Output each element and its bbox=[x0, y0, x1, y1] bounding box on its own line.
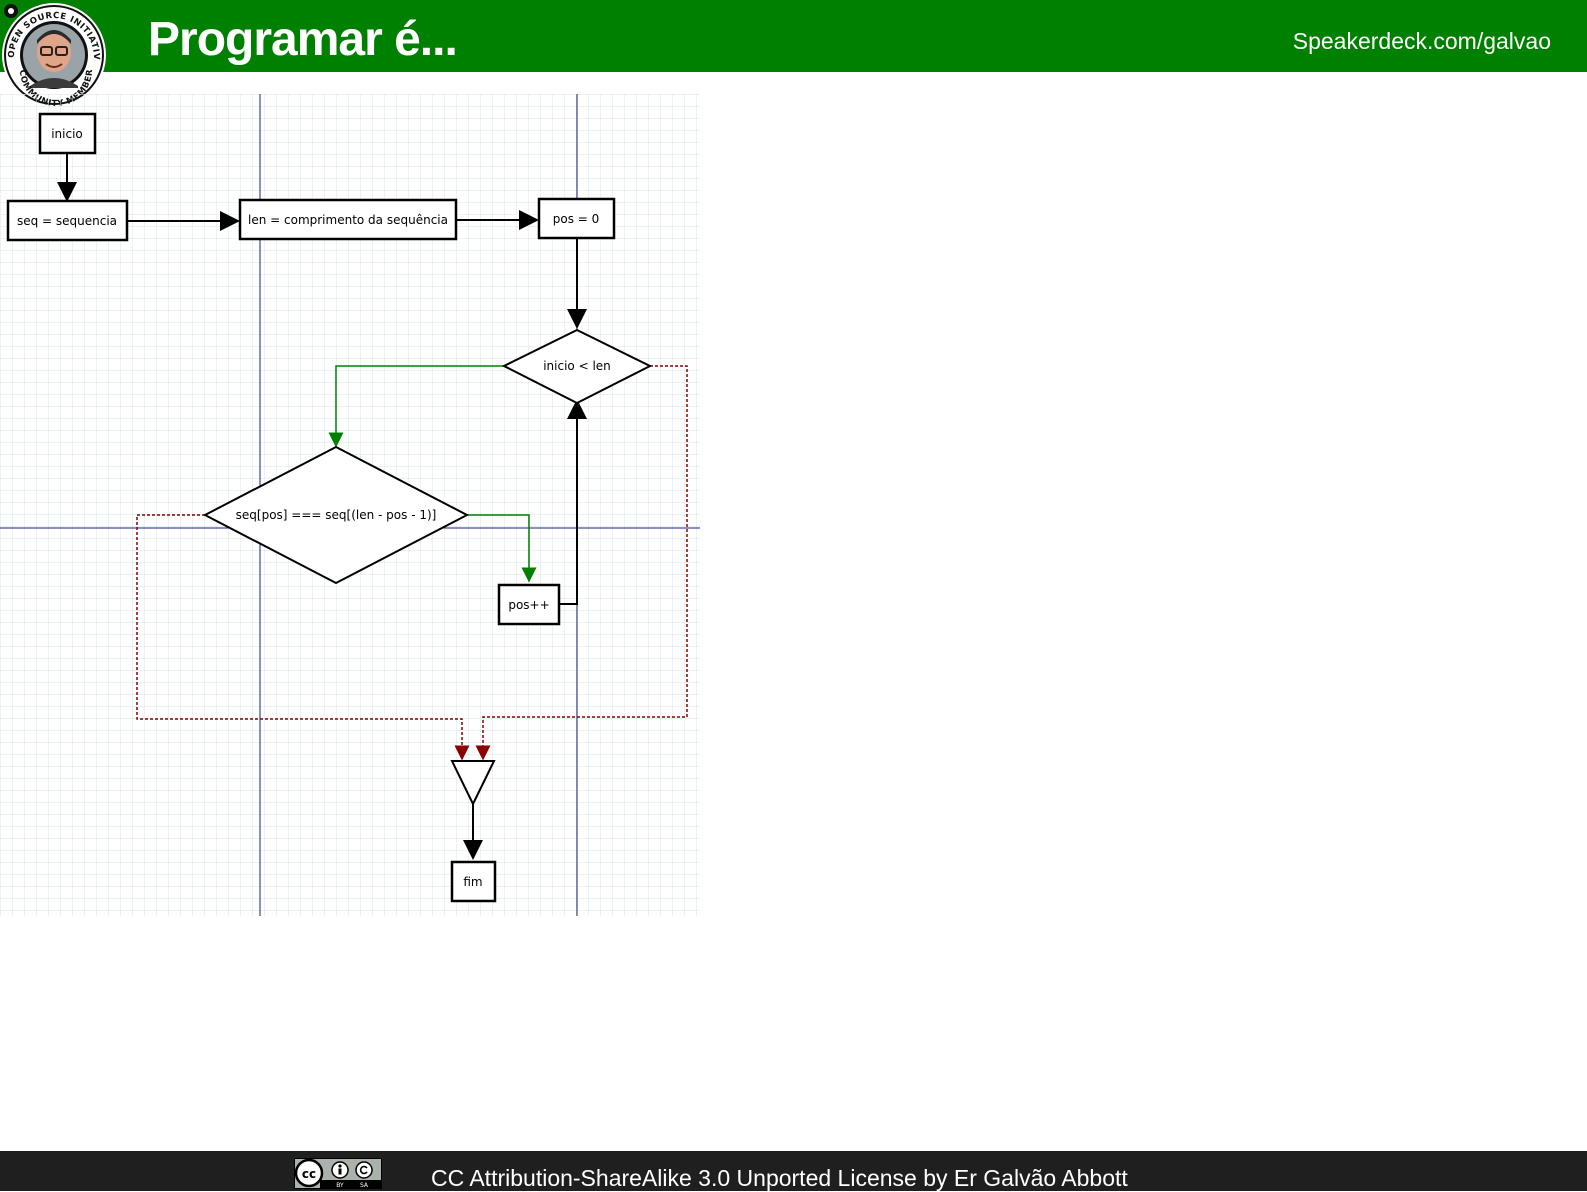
node-cond-compare-label: seq[pos] === seq[(len - pos - 1)] bbox=[236, 508, 437, 522]
cc-by-label: BY bbox=[336, 1182, 344, 1189]
cc-by-sa-icon[interactable]: cc BY SA bbox=[294, 1158, 382, 1189]
edge-compare-merge-false bbox=[136, 514, 470, 761]
node-inc-label: pos++ bbox=[508, 598, 549, 612]
license-text[interactable]: CC Attribution-ShareAlike 3.0 Unported L… bbox=[431, 1165, 1128, 1191]
node-fim[interactable]: fim bbox=[450, 860, 497, 903]
node-pos[interactable]: pos = 0 bbox=[537, 197, 616, 240]
node-inc[interactable]: pos++ bbox=[497, 583, 561, 626]
slide-title: Programar é... bbox=[148, 13, 458, 66]
osi-badge-icon: OPEN SOURCE INITIATIVE COMMUNITY MEMBER bbox=[0, 0, 106, 109]
edge-cond-compare-true bbox=[328, 365, 504, 448]
node-merge[interactable] bbox=[450, 760, 496, 807]
node-cond-loop[interactable]: inicio < len bbox=[501, 328, 653, 405]
edge-cond-merge-false bbox=[475, 365, 688, 761]
edge-inc-cond bbox=[559, 399, 587, 605]
node-len-label: len = comprimento da sequência bbox=[248, 213, 448, 227]
node-pos-label: pos = 0 bbox=[553, 212, 600, 226]
edge-compare-inc-true bbox=[467, 514, 537, 583]
node-seq[interactable]: seq = sequencia bbox=[6, 199, 129, 242]
speakerdeck-link[interactable]: Speakerdeck.com/galvao bbox=[1292, 28, 1551, 54]
cc-sa-label: SA bbox=[360, 1182, 369, 1189]
node-inicio[interactable]: inicio bbox=[38, 112, 97, 155]
svg-text:cc: cc bbox=[302, 1167, 316, 1181]
flowchart-diagram: inicio seq = sequencia len = comprimento… bbox=[0, 94, 700, 916]
header-bar: Programar é... Speakerdeck.com/galvao bbox=[0, 0, 1587, 72]
node-fim-label: fim bbox=[463, 875, 482, 889]
footer-bar: cc BY SA CC Attribution-ShareAlike 3.0 U… bbox=[0, 1151, 1587, 1191]
node-len[interactable]: len = comprimento da sequência bbox=[238, 198, 458, 241]
node-cond-loop-label: inicio < len bbox=[543, 359, 611, 373]
node-seq-label: seq = sequencia bbox=[17, 214, 117, 228]
node-cond-compare[interactable]: seq[pos] === seq[(len - pos - 1)] bbox=[202, 445, 470, 585]
node-inicio-label: inicio bbox=[51, 127, 83, 141]
